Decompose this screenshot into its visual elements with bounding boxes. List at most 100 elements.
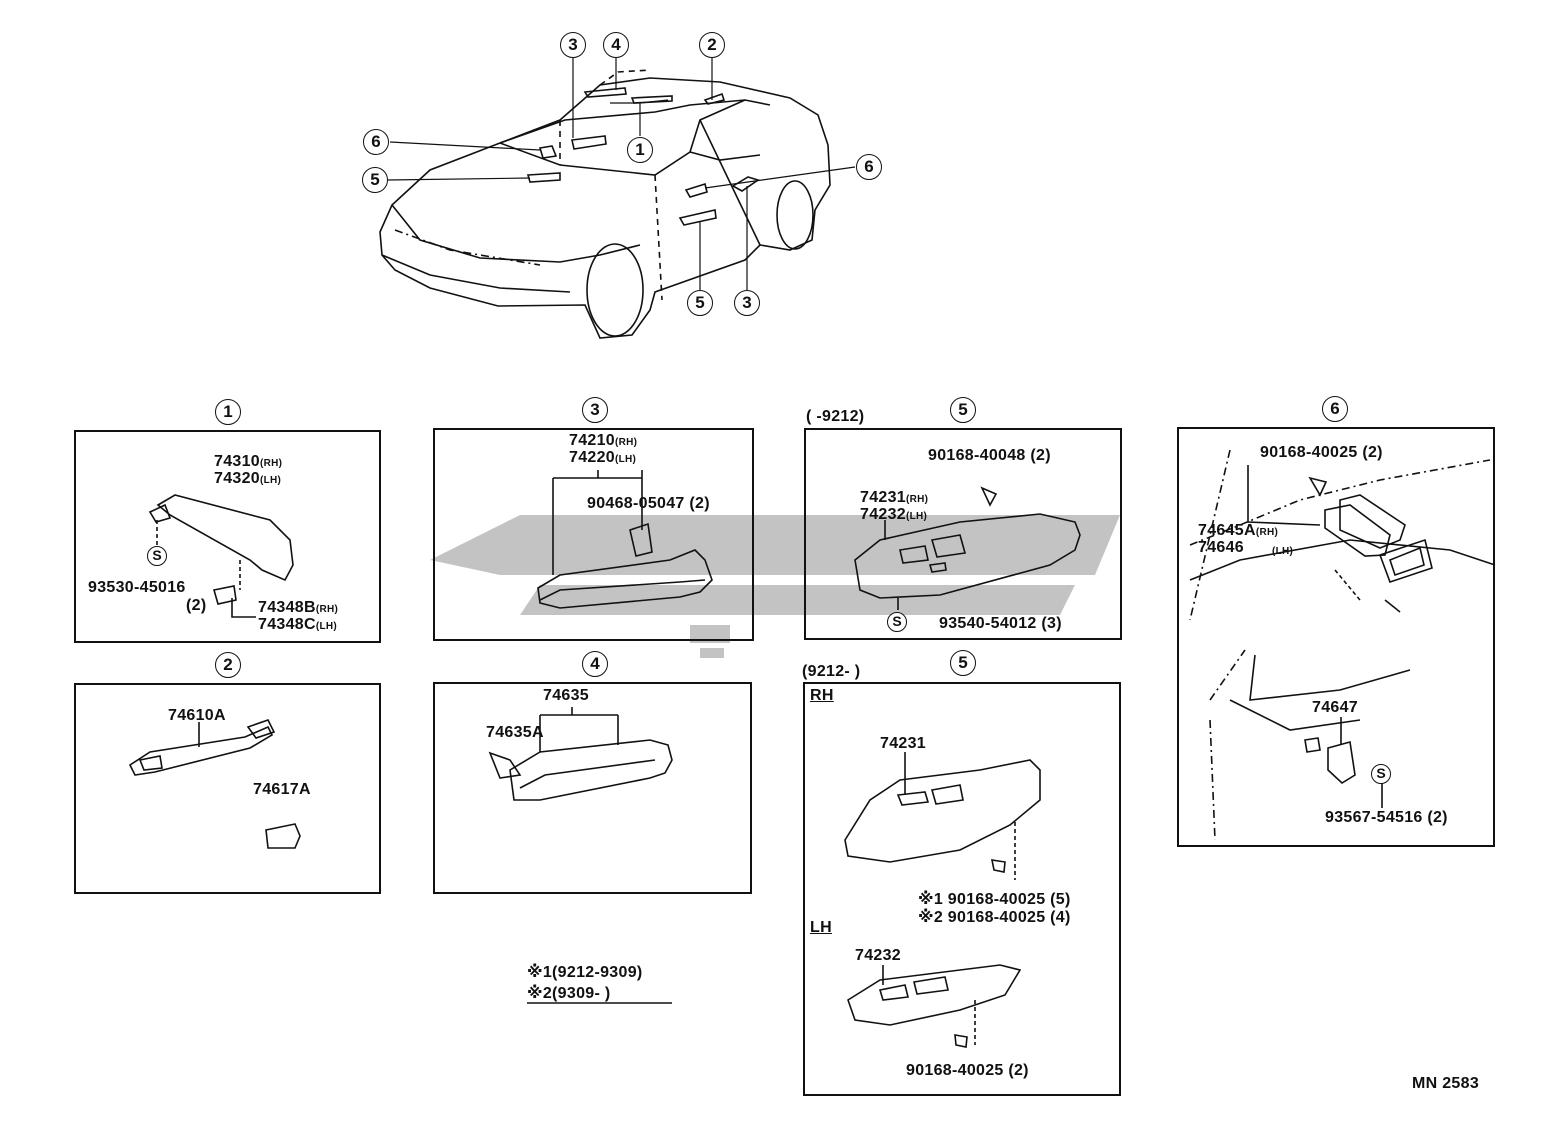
panel-1-header: 1 — [215, 399, 241, 425]
p5a-screw-symbol: S — [887, 612, 907, 632]
p6-part2: 74647 — [1312, 699, 1358, 716]
p5b-lh-screw: 90168-40025 (2) — [906, 1062, 1029, 1079]
window-switch-lh-drawing — [848, 965, 1020, 1047]
p6-part-rh: 74645A(RH) — [1198, 523, 1278, 539]
p6-part-rh-num: 74645A — [1198, 522, 1256, 539]
p5b-lh-part: 74232 — [855, 947, 901, 964]
p6-screw-symbol: S — [1371, 764, 1391, 784]
panel-6-frame — [1177, 427, 1495, 847]
p3-clip-qty: (2) — [689, 495, 710, 512]
p5a-screw2: 93540-54012 (3) — [939, 616, 1062, 632]
p1-part-rh: 74310(RH) — [214, 454, 282, 470]
p1-clip-lh-num: 74348C — [258, 616, 316, 633]
p1-clip-lh-tag: (LH) — [315, 621, 338, 632]
p6-rh-tag: (RH) — [1255, 527, 1279, 538]
p1-part-lh: 74320(LH) — [214, 471, 281, 487]
p1-screw: 93530-45016 — [88, 579, 186, 596]
panel-3-frame — [433, 428, 754, 641]
car-overview-drawing — [380, 70, 830, 338]
p3-clip: 90468-05047 (2) — [587, 496, 710, 512]
sun-visor-drawing — [150, 495, 293, 617]
p3-part-rh-num: 74210 — [569, 432, 615, 449]
p2-cover: 74617A — [253, 781, 311, 798]
p5a-screw-qty: (2) — [1030, 447, 1051, 464]
p3-rh-tag: (RH) — [615, 437, 638, 448]
panel-5b-frame — [803, 682, 1121, 1096]
panel-5a-header: 5 — [950, 397, 976, 423]
assist-grip-drawing — [130, 720, 300, 848]
overview-callout-5-bottom: 5 — [687, 290, 713, 316]
overview-leaders — [388, 58, 855, 290]
p5a-part-rh: 74231(RH) — [860, 490, 928, 506]
p5b-note1: ※1 90168-40025 (5) — [918, 891, 1071, 908]
p1-screw-qty: (2) — [186, 597, 207, 614]
overview-callout-5-left: 5 — [362, 167, 388, 193]
overview-callout-3-bottom: 3 — [734, 290, 760, 316]
panel-4-header: 4 — [582, 651, 608, 677]
p3-part-rh: 74210(RH) — [569, 433, 637, 449]
p5b-lh-title: LH — [810, 919, 832, 936]
p5a-part-lh-num: 74232 — [860, 506, 906, 523]
p1-part-rh-num: 74310 — [214, 453, 260, 470]
panel-4-frame — [433, 682, 752, 894]
panel-5a-range: ( -9212) — [806, 408, 865, 425]
p1-clip-rh-tag: (RH) — [315, 604, 339, 615]
p6-lh-tag: (LH) — [1272, 542, 1293, 558]
watermark-logo — [430, 515, 1120, 658]
p5a-screw: 90168-40048 (2) — [928, 448, 1051, 464]
p5a-screw2-qty: (3) — [1041, 615, 1062, 632]
p5a-screw-num: 90168-40048 — [928, 447, 1026, 464]
p5a-part-lh: 74232(LH) — [860, 507, 927, 523]
p5b-rh-title: RH — [810, 687, 834, 704]
panel-2-frame — [74, 683, 381, 894]
overview-callout-1: 1 — [627, 137, 653, 163]
p1-rh-tag: (RH) — [260, 458, 283, 469]
p5a-part-rh-num: 74231 — [860, 489, 906, 506]
p6-lh-tag-text: (LH) — [1272, 546, 1294, 557]
courtesy-lamp-drawing — [490, 707, 672, 800]
panel-1-frame — [74, 430, 381, 643]
p6-screw2: 93567-54516 (2) — [1325, 809, 1448, 826]
notes-line-2: ※2(9309- ) — [527, 985, 611, 1002]
p6-part-lh: 74646 — [1198, 539, 1244, 556]
p5b-note2: ※2 90168-40025 (4) — [918, 909, 1071, 926]
p3-part-lh: 74220(LH) — [569, 450, 636, 466]
p1-clip-rh-num: 74348B — [258, 599, 316, 616]
p5a-screw2-num: 93540-54012 — [939, 615, 1037, 632]
p6-screw: 90168-40025 (2) — [1260, 444, 1383, 461]
overview-callout-4: 4 — [603, 32, 629, 58]
overview-callout-3: 3 — [560, 32, 586, 58]
window-switch-rh-drawing — [845, 752, 1040, 880]
p5a-rh-tag: (RH) — [906, 494, 929, 505]
p3-clip-num: 90468-05047 — [587, 495, 685, 512]
overview-callout-2: 2 — [699, 32, 725, 58]
p1-lh-tag: (LH) — [260, 475, 282, 486]
footer-code: MN 2583 — [1412, 1075, 1480, 1092]
p1-screw-symbol: S — [147, 546, 167, 566]
panel-5b-header: 5 — [950, 650, 976, 676]
panel-3-header: 3 — [582, 397, 608, 423]
panel-6-header: 6 — [1322, 396, 1348, 422]
p2-handle: 74610A — [168, 707, 226, 724]
overview-callout-6-left: 6 — [363, 129, 389, 155]
p5b-rh-part: 74231 — [880, 735, 926, 752]
switch-bracket-drawing — [1210, 650, 1410, 840]
p4-sub: 74635A — [486, 724, 544, 741]
door-pull-handle-drawing — [538, 470, 712, 608]
p1-part-lh-num: 74320 — [214, 470, 260, 487]
p3-part-lh-num: 74220 — [569, 449, 615, 466]
p3-lh-tag: (LH) — [615, 454, 637, 465]
panel-5a-frame — [804, 428, 1122, 640]
p4-assy: 74635 — [543, 687, 589, 704]
window-switch-base-drawing — [855, 488, 1080, 610]
p1-clip-lh: 74348C(LH) — [258, 617, 337, 633]
panel-2-header: 2 — [215, 652, 241, 678]
panel-5b-range: (9212- ) — [802, 663, 861, 680]
switch-bezel-drawing — [1190, 450, 1495, 620]
overview-callout-6-right: 6 — [856, 154, 882, 180]
p1-clip-rh: 74348B(RH) — [258, 600, 338, 616]
p5a-lh-tag: (LH) — [906, 511, 928, 522]
notes-line-1: ※1(9212-9309) — [527, 964, 643, 981]
